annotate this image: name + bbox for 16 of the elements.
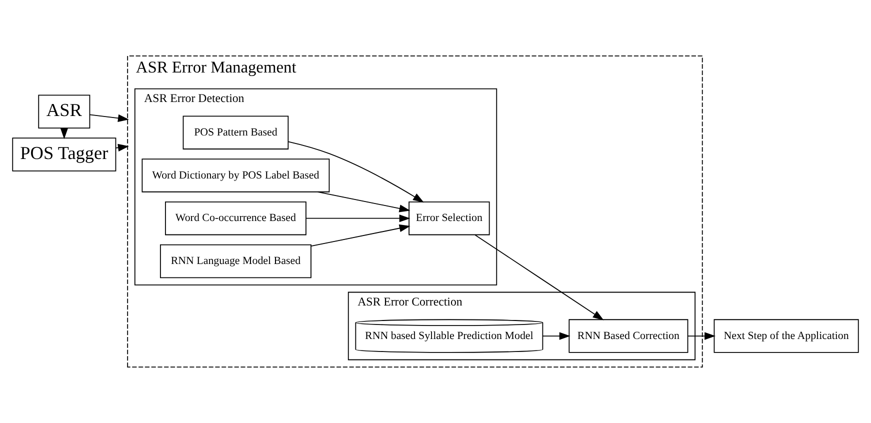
node-box: Error Selection <box>408 201 490 236</box>
arrow <box>310 224 410 247</box>
node-box: Next Step of the Application <box>714 319 859 353</box>
node-box: Word Dictionary by POS Label Based <box>142 158 330 192</box>
node-box: POS Pattern Based <box>182 116 289 150</box>
arrow <box>306 214 410 222</box>
node-box: RNN Language Model Based <box>160 244 312 278</box>
arrow <box>288 141 424 202</box>
node-box: RNN Based Correction <box>568 319 688 353</box>
arrow <box>89 114 129 122</box>
arrow <box>687 332 716 340</box>
node-box: POS Tagger <box>12 138 116 172</box>
arrow <box>474 234 604 320</box>
arrow <box>542 332 570 340</box>
arrow <box>317 191 410 212</box>
node-box: Word Co-occurrence Based <box>165 201 306 236</box>
